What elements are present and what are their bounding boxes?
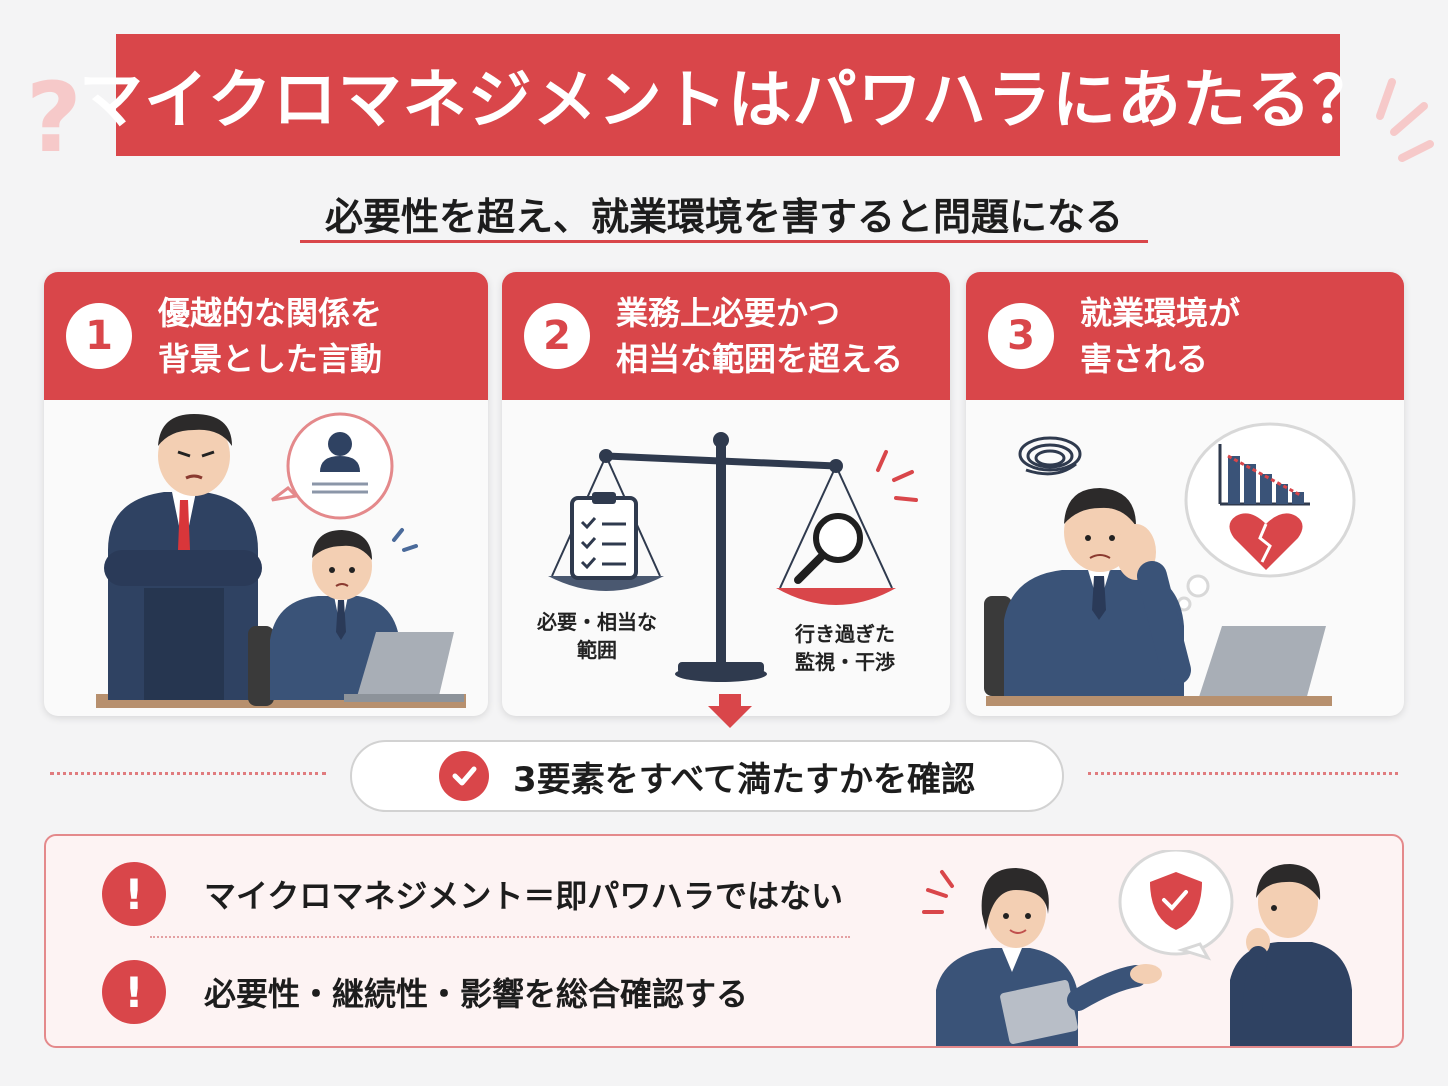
left-pan-label: 必要・相当な 範囲 bbox=[537, 610, 657, 662]
card-3: 3 就業環境が 害される bbox=[966, 272, 1404, 716]
page-title: マイクロマネジメントはパワハラにあたる？ bbox=[78, 64, 1378, 138]
question-mark-icon: ? bbox=[26, 62, 82, 174]
card-1-illustration bbox=[44, 400, 488, 716]
card-1-title: 優越的な関係を 背景とした言動 bbox=[158, 294, 383, 378]
check-banner: 3要素をすべて満たすかを確認 bbox=[350, 740, 1064, 812]
card-2-illustration: 必要・相当な 範囲 行き過ぎた 監視・干渉 bbox=[502, 400, 950, 716]
sparkle-lines-icon bbox=[1376, 78, 1434, 162]
exclamation-icon: ! bbox=[102, 862, 166, 926]
exclamation-icon: ! bbox=[102, 960, 166, 1024]
title-banner: マイクロマネジメントはパワハラにあたる？ bbox=[79, 34, 1376, 156]
note-item-2: ! 必要性・継続性・影響を総合確認する bbox=[102, 960, 748, 1024]
card-1: 1 優越的な関係を 背景とした言動 bbox=[44, 272, 488, 716]
card-2-number: 2 bbox=[524, 303, 590, 369]
check-text: 3要素をすべて満たすかを確認 bbox=[513, 759, 975, 800]
card-3-title: 就業環境が 害される bbox=[1080, 294, 1241, 378]
boss-and-employee-illustration bbox=[96, 412, 466, 708]
card-2-header: 2 業務上必要かつ 相当な範囲を超える bbox=[502, 272, 950, 400]
note-divider bbox=[150, 936, 850, 938]
down-arrow-icon bbox=[708, 706, 752, 728]
check-icon bbox=[439, 751, 490, 801]
stress-scribble-icon bbox=[1018, 436, 1082, 476]
card-3-number: 3 bbox=[988, 303, 1054, 369]
card-3-header: 3 就業環境が 害される bbox=[966, 272, 1404, 400]
divider-right bbox=[1088, 772, 1398, 775]
card-1-number: 1 bbox=[66, 303, 132, 369]
card-2-title: 業務上必要かつ 相当な範囲を超える bbox=[616, 294, 904, 378]
card-3-illustration bbox=[966, 400, 1404, 716]
stressed-worker-illustration bbox=[984, 422, 1356, 706]
divider-left bbox=[50, 772, 326, 775]
down-arrow-stem bbox=[719, 694, 741, 708]
right-pan-label: 行き過ぎた 監視・干渉 bbox=[795, 622, 895, 674]
note-text-1: マイクロマネジメント＝即パワハラではない bbox=[204, 877, 844, 915]
notes-box: ! マイクロマネジメント＝即パワハラではない ! 必要性・継続性・影響を総合確認… bbox=[44, 834, 1404, 1048]
card-2: 2 業務上必要かつ 相当な範囲を超える bbox=[502, 272, 950, 716]
subtitle-underline bbox=[300, 240, 1148, 243]
consultation-illustration bbox=[922, 850, 1352, 1046]
note-text-2: 必要性・継続性・影響を総合確認する bbox=[204, 975, 749, 1013]
card-1-header: 1 優越的な関係を 背景とした言動 bbox=[44, 272, 488, 400]
note-item-1: ! マイクロマネジメント＝即パワハラではない bbox=[102, 862, 843, 926]
subtitle: 必要性を超え、就業環境を害すると問題になる bbox=[324, 195, 1123, 239]
balance-scale-icon bbox=[548, 432, 918, 682]
